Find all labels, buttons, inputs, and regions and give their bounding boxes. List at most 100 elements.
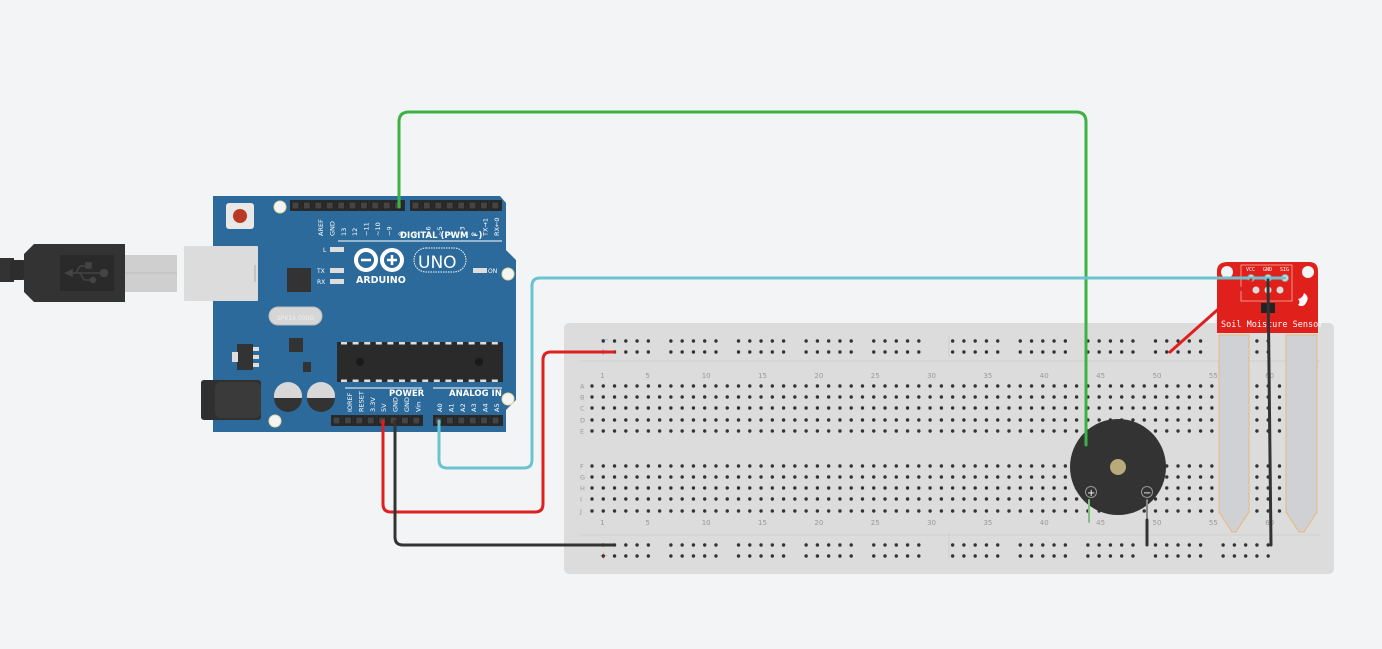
header-pin[interactable] xyxy=(291,201,300,210)
breadboard-hole[interactable] xyxy=(635,395,639,399)
breadboard-hole[interactable] xyxy=(793,497,797,501)
breadboard-hole[interactable] xyxy=(838,475,842,479)
breadboard-hole[interactable] xyxy=(590,464,594,468)
breadboard-hole[interactable] xyxy=(826,486,831,490)
rail-hole[interactable] xyxy=(1063,554,1068,558)
header-pin[interactable] xyxy=(468,201,477,210)
rail-hole[interactable] xyxy=(759,554,763,558)
breadboard-hole[interactable] xyxy=(748,497,752,501)
breadboard-hole[interactable] xyxy=(1255,384,1259,388)
breadboard-hole[interactable] xyxy=(646,486,651,490)
breadboard-hole[interactable] xyxy=(883,464,887,468)
header-pin[interactable] xyxy=(382,201,391,210)
breadboard-hole[interactable] xyxy=(1153,418,1158,422)
breadboard-hole[interactable] xyxy=(736,395,741,399)
breadboard-hole[interactable] xyxy=(590,486,594,490)
rail-hole[interactable] xyxy=(815,350,820,354)
rail-hole[interactable] xyxy=(1063,543,1068,547)
breadboard-hole[interactable] xyxy=(680,509,684,513)
rail-hole[interactable] xyxy=(680,543,684,547)
breadboard-hole[interactable] xyxy=(905,418,910,422)
breadboard-hole[interactable] xyxy=(736,384,741,388)
rail-hole[interactable] xyxy=(1086,543,1090,547)
breadboard-hole[interactable] xyxy=(1255,464,1259,468)
breadboard-hole[interactable] xyxy=(894,475,898,479)
breadboard-hole[interactable] xyxy=(1198,395,1203,399)
breadboard-hole[interactable] xyxy=(860,486,865,490)
rail-hole[interactable] xyxy=(1029,543,1034,547)
breadboard-hole[interactable] xyxy=(950,497,955,501)
breadboard-hole[interactable] xyxy=(1176,486,1180,490)
rail-hole[interactable] xyxy=(781,350,786,354)
breadboard-hole[interactable] xyxy=(1176,429,1180,433)
breadboard-hole[interactable] xyxy=(984,406,989,410)
breadboard-hole[interactable] xyxy=(725,406,729,410)
breadboard-hole[interactable] xyxy=(646,395,651,399)
breadboard-hole[interactable] xyxy=(781,395,786,399)
breadboard-hole[interactable] xyxy=(973,464,977,468)
breadboard-hole[interactable] xyxy=(1063,384,1068,388)
rail-hole[interactable] xyxy=(691,543,696,547)
breadboard-hole[interactable] xyxy=(815,418,820,422)
rail-hole[interactable] xyxy=(1198,554,1203,558)
breadboard-hole[interactable] xyxy=(680,464,684,468)
rail-hole[interactable] xyxy=(680,339,684,343)
breadboard-hole[interactable] xyxy=(1074,429,1079,433)
breadboard-hole[interactable] xyxy=(748,418,752,422)
piezo-buzzer[interactable]: + − xyxy=(1070,419,1166,515)
breadboard-hole[interactable] xyxy=(759,464,763,468)
breadboard-hole[interactable] xyxy=(1165,497,1169,501)
breadboard-hole[interactable] xyxy=(962,486,966,490)
breadboard-hole[interactable] xyxy=(1210,395,1214,399)
breadboard-hole[interactable] xyxy=(826,475,831,479)
breadboard-hole[interactable] xyxy=(691,384,696,388)
breadboard-hole[interactable] xyxy=(973,384,977,388)
breadboard-hole[interactable] xyxy=(781,509,786,513)
breadboard-hole[interactable] xyxy=(838,406,842,410)
rail-hole[interactable] xyxy=(1018,339,1022,343)
breadboard-hole[interactable] xyxy=(725,464,729,468)
breadboard-hole[interactable] xyxy=(748,475,752,479)
breadboard-hole[interactable] xyxy=(703,384,707,388)
breadboard-hole[interactable] xyxy=(939,475,944,479)
breadboard-hole[interactable] xyxy=(1165,486,1169,490)
breadboard-hole[interactable] xyxy=(759,384,763,388)
rail-hole[interactable] xyxy=(1063,339,1068,343)
breadboard-hole[interactable] xyxy=(590,497,594,501)
breadboard-hole[interactable] xyxy=(1097,395,1101,399)
breadboard-hole[interactable] xyxy=(1210,475,1214,479)
breadboard-hole[interactable] xyxy=(849,418,853,422)
breadboard-hole[interactable] xyxy=(804,486,808,490)
breadboard-hole[interactable] xyxy=(1187,418,1192,422)
breadboard-hole[interactable] xyxy=(950,509,955,513)
rail-hole[interactable] xyxy=(917,350,921,354)
breadboard-hole[interactable] xyxy=(996,509,1000,513)
header-pin[interactable] xyxy=(332,416,341,425)
breadboard-hole[interactable] xyxy=(826,406,831,410)
rail-hole[interactable] xyxy=(1243,543,1248,547)
rail-hole[interactable] xyxy=(1187,339,1192,343)
breadboard-hole[interactable] xyxy=(1255,418,1259,422)
rail-hole[interactable] xyxy=(883,554,887,558)
breadboard-hole[interactable] xyxy=(1007,509,1011,513)
rail-hole[interactable] xyxy=(905,350,910,354)
rail-hole[interactable] xyxy=(1176,554,1180,558)
breadboard-hole[interactable] xyxy=(804,384,808,388)
breadboard-hole[interactable] xyxy=(1187,486,1192,490)
breadboard-hole[interactable] xyxy=(1131,395,1135,399)
rail-hole[interactable] xyxy=(883,339,887,343)
breadboard-hole[interactable] xyxy=(917,486,921,490)
rail-hole[interactable] xyxy=(984,554,989,558)
breadboard-hole[interactable] xyxy=(770,395,775,399)
breadboard-hole[interactable] xyxy=(635,406,639,410)
breadboard-hole[interactable] xyxy=(1210,486,1214,490)
breadboard-hole[interactable] xyxy=(1018,464,1022,468)
breadboard-hole[interactable] xyxy=(1277,395,1282,399)
breadboard-hole[interactable] xyxy=(1277,384,1282,388)
breadboard-hole[interactable] xyxy=(1097,384,1101,388)
breadboard-hole[interactable] xyxy=(962,509,966,513)
breadboard-hole[interactable] xyxy=(1277,406,1282,410)
breadboard-hole[interactable] xyxy=(1277,497,1282,501)
breadboard-hole[interactable] xyxy=(826,384,831,388)
breadboard-hole[interactable] xyxy=(849,395,853,399)
